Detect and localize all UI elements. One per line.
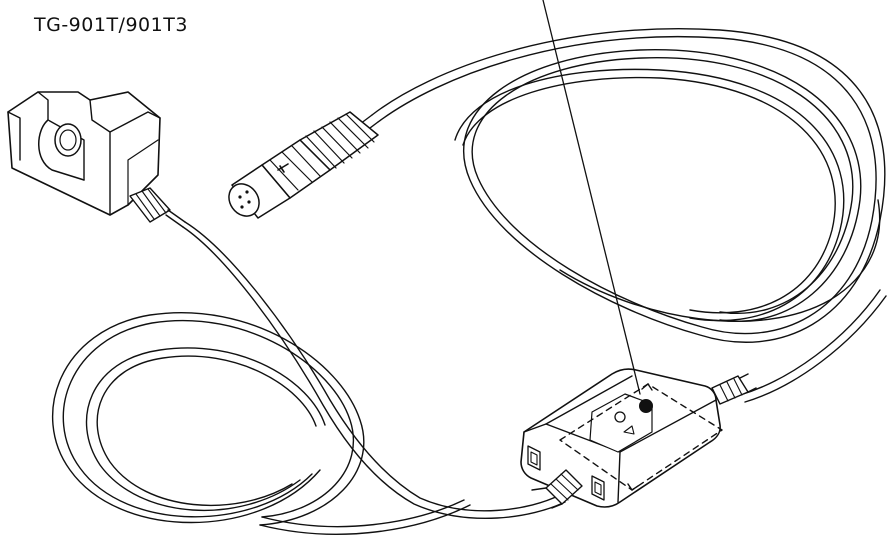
connector-plug bbox=[228, 111, 379, 219]
right-cable-coil bbox=[371, 28, 887, 403]
model-label: TG-901T/901T3 bbox=[34, 14, 188, 36]
left-cable-coil bbox=[52, 221, 566, 535]
pointer-line bbox=[542, 0, 641, 395]
interface-box bbox=[520, 368, 757, 509]
clamp-sensor-head bbox=[7, 91, 186, 228]
